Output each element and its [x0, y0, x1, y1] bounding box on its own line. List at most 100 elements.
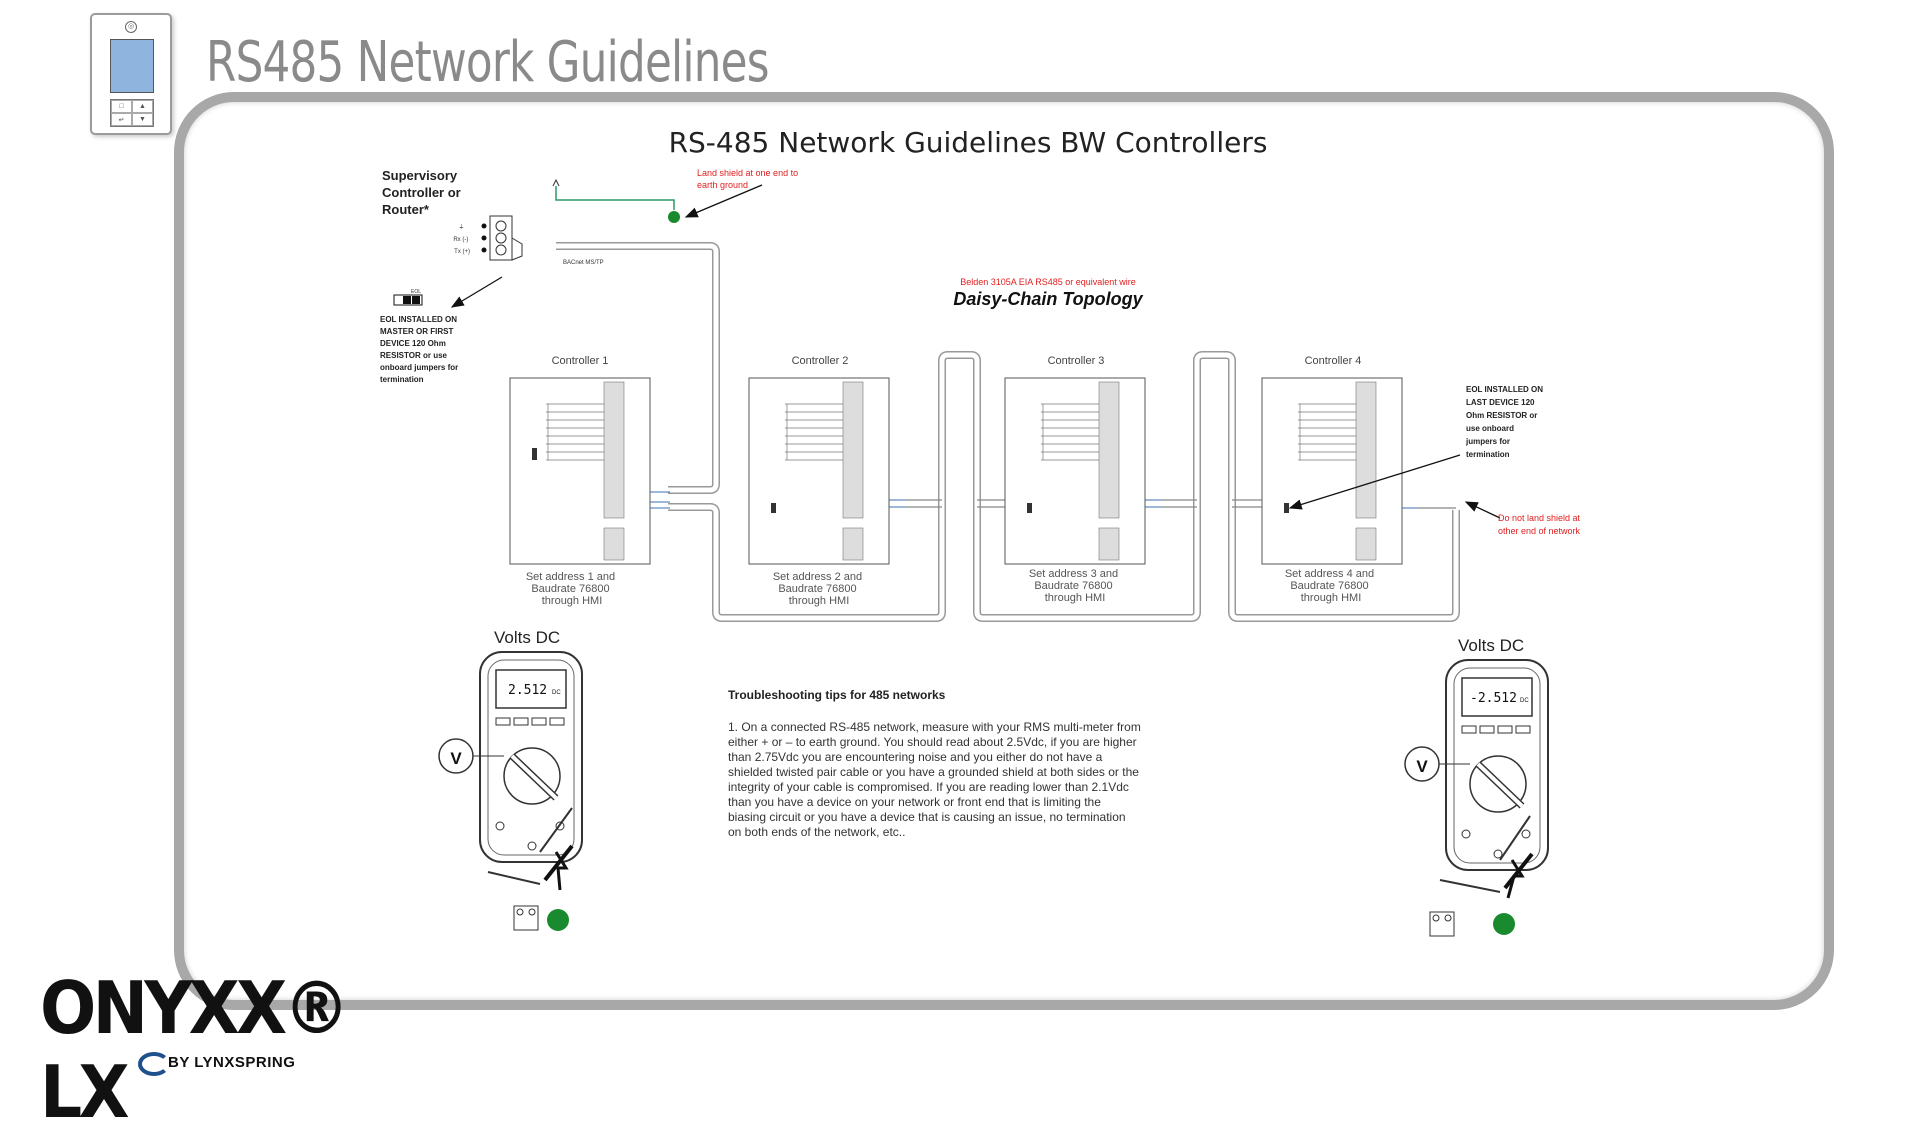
svg-text:Land shield at one end to: Land shield at one end to earth ground: [697, 168, 801, 190]
svg-text:⏚ Rx (-) Tx (+): ⏚ Rx (-) Tx (+): [453, 224, 470, 255]
svg-text:Set address 4 and Baudra: Set address 4 and Baudrate 76800 through…: [1285, 568, 1377, 604]
multimeter-left: Volts DC 2.512 DC V: [438, 628, 583, 931]
network-diagram: RS-485 Network Guidelines BW Controllers…: [380, 126, 1583, 937]
device-screen: [110, 39, 154, 93]
svg-text:Set address 1 and Baudra: Set address 1 and Baudrate 76800 through…: [526, 571, 618, 607]
controller-title: Controller 2: [792, 355, 849, 367]
controller-caption: Baudrate 76800: [531, 583, 609, 595]
meter-unit: DC: [552, 690, 561, 696]
device-keypad: □▲ ↵▼: [110, 99, 154, 127]
controller-title: Controller 1: [552, 355, 609, 367]
controller-1: Controller 1 Set address 1 and Baudrate …: [509, 355, 670, 607]
eol-master-note: termination: [380, 375, 424, 384]
controller-caption: Baudrate 76800: [1290, 580, 1368, 592]
rs485-cable: [556, 242, 1460, 622]
land-shield-note: Land shield at one end to: [697, 168, 798, 178]
knob-icon: ◎: [125, 21, 137, 33]
supervisory-label-line: Controller or: [382, 185, 461, 200]
up-arrow-icon: ▲: [132, 100, 153, 113]
diagram-title: RS-485 Network Guidelines BW Controllers: [669, 126, 1268, 159]
no-shield-note: other end of network: [1498, 526, 1581, 536]
troubleshooting-line: than you have a device on your network o…: [728, 795, 1101, 809]
troubleshooting-line: shielded twisted pair cable or you have …: [728, 765, 1139, 779]
troubleshooting-line: either + or – to earth ground. You shoul…: [728, 735, 1137, 749]
meter-selector: V: [450, 749, 462, 768]
troubleshooting-line: 1. On a connected RS-485 network, measur…: [728, 720, 1141, 734]
svg-text:Set address 3 and Baudra: Set address 3 and Baudrate 76800 through…: [1029, 568, 1121, 604]
device-thumbnail: ◎ □▲ ↵▼: [90, 13, 172, 135]
controller-caption: Set address 3 and: [1029, 568, 1118, 580]
eol-master-note: onboard jumpers for: [380, 363, 458, 372]
controller-caption: through HMI: [542, 595, 603, 607]
eol-master: EOL EOL INSTALLED ON MASTER OR FIRST DEV…: [380, 276, 503, 384]
troubleshooting-heading: Troubleshooting tips for 485 networks: [728, 688, 946, 702]
eol-last: EOL INSTALLED ON LAST DEVICE 120 Ohm RES…: [1288, 385, 1583, 536]
svg-text:Supervisory Controller o: Supervisory Controller or Router*: [382, 168, 464, 217]
eol-last-note: LAST DEVICE 120: [1466, 398, 1535, 407]
supervisory-label-line: Supervisory: [382, 168, 458, 183]
eol-master-note: RESISTOR or use: [380, 351, 448, 360]
no-shield-note: Do not land shield at: [1498, 513, 1581, 523]
ground-symbol-icon: [547, 909, 569, 931]
svg-text:Set address 2 and Baudra: Set address 2 and Baudrate 76800 through…: [773, 571, 865, 607]
meter-selector: V: [1416, 757, 1428, 776]
controller-caption: Set address 1 and: [526, 571, 615, 583]
bacnet-label: BACnet MS/TP: [563, 260, 604, 266]
eol-last-note: jumpers for: [1465, 437, 1510, 446]
land-shield-note: earth ground: [697, 180, 748, 190]
eol-last-note: use onboard: [1466, 424, 1514, 433]
troubleshooting-line: on both ends of the network, etc..: [728, 825, 905, 839]
troubleshooting-line: than 2.75Vdc you are encountering noise …: [728, 750, 1103, 764]
eol-jumper-label: EOL: [411, 289, 421, 295]
ground-symbol-icon: [668, 211, 680, 223]
svg-text:EOL INSTALLED ON MASTER: EOL INSTALLED ON MASTER OR FIRST DEVICE …: [380, 315, 460, 384]
multimeter-right: Volts DC -2.512 DC V: [1404, 636, 1549, 937]
controller-title: Controller 3: [1048, 355, 1105, 367]
supervisory-label-line: Router*: [382, 202, 430, 217]
supervisory-controller: Supervisory Controller or Router* ⏚ Rx (…: [382, 168, 604, 266]
meter-label: Volts DC: [494, 628, 560, 647]
shield-ground: Land shield at one end to earth ground: [552, 168, 801, 223]
eol-master-note: MASTER OR FIRST: [380, 327, 453, 336]
controller-2: Controller 2 Set address 2 and Baudrate …: [748, 355, 906, 607]
controller-caption: Baudrate 76800: [778, 583, 856, 595]
controller-caption: through HMI: [789, 595, 850, 607]
controller-caption: through HMI: [1301, 592, 1362, 604]
lynxspring-swirl-icon: [138, 1052, 170, 1076]
svg-text:EOL INSTALLED ON LAST DE: EOL INSTALLED ON LAST DEVICE 120 Ohm RES…: [1465, 385, 1545, 459]
key-icon: □: [111, 100, 132, 113]
controller-3: Controller 3 Set address 3 and Baudrate …: [1004, 355, 1162, 604]
meter-reading: -2.512: [1470, 691, 1517, 706]
down-arrow-icon: ▼: [132, 113, 153, 126]
logo-subtitle: BY LYNXSPRING: [168, 1054, 296, 1071]
meter-reading: 2.512: [508, 683, 547, 698]
terminal-label: ⏚: [458, 224, 464, 231]
svg-text:Do not land shield at ot: Do not land shield at other end of netwo…: [1498, 513, 1583, 536]
controller-title: Controller 4: [1305, 355, 1362, 367]
troubleshooting-line: integrity of your cable is compromised. …: [728, 780, 1129, 794]
eol-last-note: Ohm RESISTOR or: [1466, 411, 1537, 420]
terminal-label: Tx (+): [454, 249, 470, 255]
eol-master-note: EOL INSTALLED ON: [380, 315, 457, 324]
meter-label: Volts DC: [1458, 636, 1524, 655]
eol-master-note: DEVICE 120 Ohm: [380, 339, 446, 348]
eol-last-note: EOL INSTALLED ON: [1466, 385, 1543, 394]
controller-caption: through HMI: [1045, 592, 1106, 604]
svg-text:1. On a connected RS-485 netwo: 1. On a connected RS-485 network, measur…: [728, 720, 1144, 839]
controller-4: Controller 4 Set address 4 and Baudrate …: [1261, 355, 1418, 604]
onyxx-logo: ONYXX® LX BY LYNXSPRING: [40, 966, 350, 1134]
controller-caption: Set address 4 and: [1285, 568, 1374, 580]
eol-last-note: termination: [1466, 450, 1510, 459]
content-panel: [174, 92, 1834, 1010]
troubleshooting-tips: Troubleshooting tips for 485 networks 1.…: [728, 688, 1144, 839]
wire-note: Belden 3105A EIA RS485 or equivalent wir…: [960, 277, 1136, 287]
logo-wordmark: ONYXX® LX: [40, 966, 350, 1134]
controller-caption: Set address 2 and: [773, 571, 862, 583]
terminal-label: Rx (-): [453, 237, 468, 243]
meter-unit: DC: [1520, 698, 1529, 704]
controller-caption: Baudrate 76800: [1034, 580, 1112, 592]
enter-icon: ↵: [111, 113, 132, 126]
page-title: RS485 Network Guidelines: [206, 30, 770, 95]
ground-symbol-icon: [1493, 913, 1515, 935]
troubleshooting-line: biasing circuit or you have a device tha…: [728, 810, 1126, 824]
